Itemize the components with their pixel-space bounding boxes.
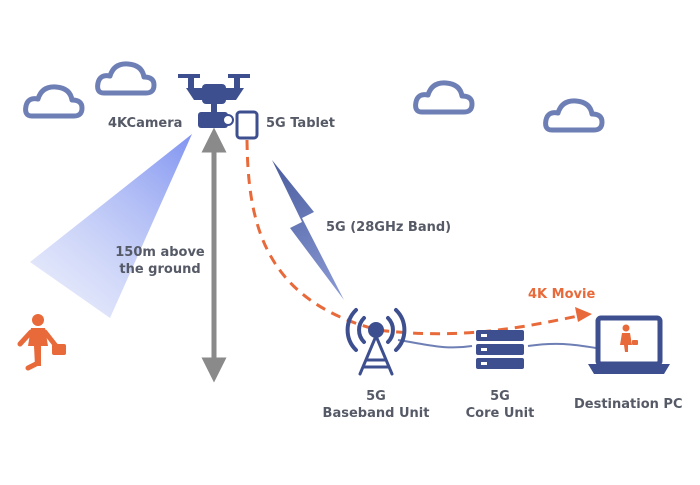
camera-view-beam bbox=[30, 134, 192, 318]
cable-core-pc bbox=[527, 342, 597, 349]
drone-icon bbox=[178, 74, 250, 128]
cloud-icon bbox=[23, 84, 85, 119]
cable-tower-core bbox=[397, 339, 473, 349]
baseband-label: 5G Baseband Unit bbox=[316, 388, 436, 422]
link-label: 5G (28GHz Band) bbox=[326, 220, 452, 235]
baseband-label-line1: 5G bbox=[366, 389, 386, 404]
server-icon bbox=[476, 330, 524, 369]
person-icon bbox=[17, 314, 66, 371]
cloud-icon bbox=[95, 61, 157, 96]
video-stream-path bbox=[245, 139, 579, 336]
altitude-label-line1: 150m above bbox=[115, 245, 205, 260]
tablet-icon bbox=[235, 110, 259, 140]
core-label: 5G Core Unit bbox=[450, 388, 550, 422]
destination-label: Destination PC bbox=[574, 397, 683, 412]
core-label-line2: Core Unit bbox=[465, 406, 535, 421]
altitude-label: 150m above the ground bbox=[110, 244, 210, 278]
movie-label: 4K Movie bbox=[528, 287, 596, 302]
camera-label: 4KCamera bbox=[108, 116, 183, 131]
altitude-label-line2: the ground bbox=[119, 262, 201, 277]
cloud-icon bbox=[543, 98, 605, 133]
antenna-icon bbox=[345, 308, 407, 376]
tablet-label: 5G Tablet bbox=[266, 116, 335, 131]
person-icon bbox=[620, 324, 638, 352]
lightning-icon bbox=[272, 160, 344, 300]
laptop-icon bbox=[588, 315, 670, 374]
baseband-label-line2: Baseband Unit bbox=[322, 406, 430, 421]
stream-arrowhead bbox=[575, 307, 592, 322]
core-label-line1: 5G bbox=[490, 389, 510, 404]
cloud-icon bbox=[413, 80, 475, 115]
